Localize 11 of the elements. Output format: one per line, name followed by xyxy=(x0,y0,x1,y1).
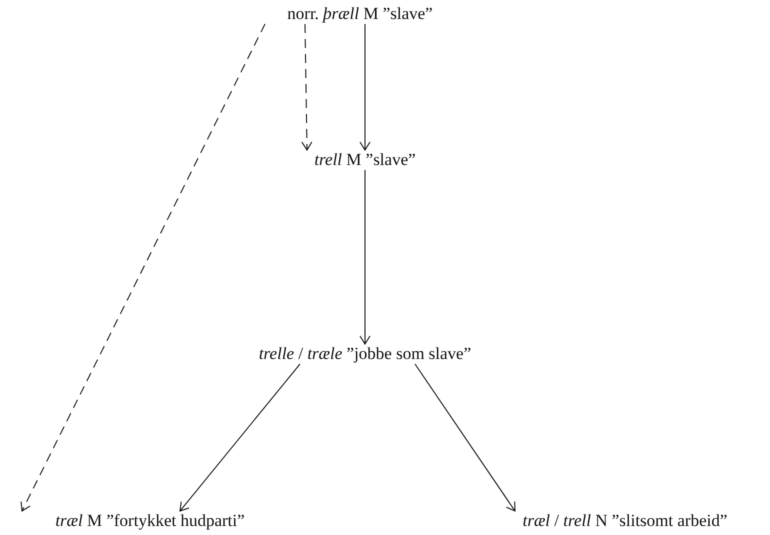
term-label: trell M ”slave” xyxy=(314,150,416,170)
term-label: trelle / træle ”jobbe som slave” xyxy=(258,344,472,364)
arrow xyxy=(180,364,300,512)
term-label: træl / trell N ”slitsomt arbeid” xyxy=(522,511,728,531)
arrow xyxy=(20,24,266,512)
term-label: norr. þræll M ”slave” xyxy=(287,4,433,24)
arrow xyxy=(301,24,312,150)
arrow xyxy=(360,24,370,150)
term-label: træl M ”fortykket hudparti” xyxy=(55,511,245,531)
arrow xyxy=(414,364,516,512)
arrow xyxy=(360,170,370,344)
